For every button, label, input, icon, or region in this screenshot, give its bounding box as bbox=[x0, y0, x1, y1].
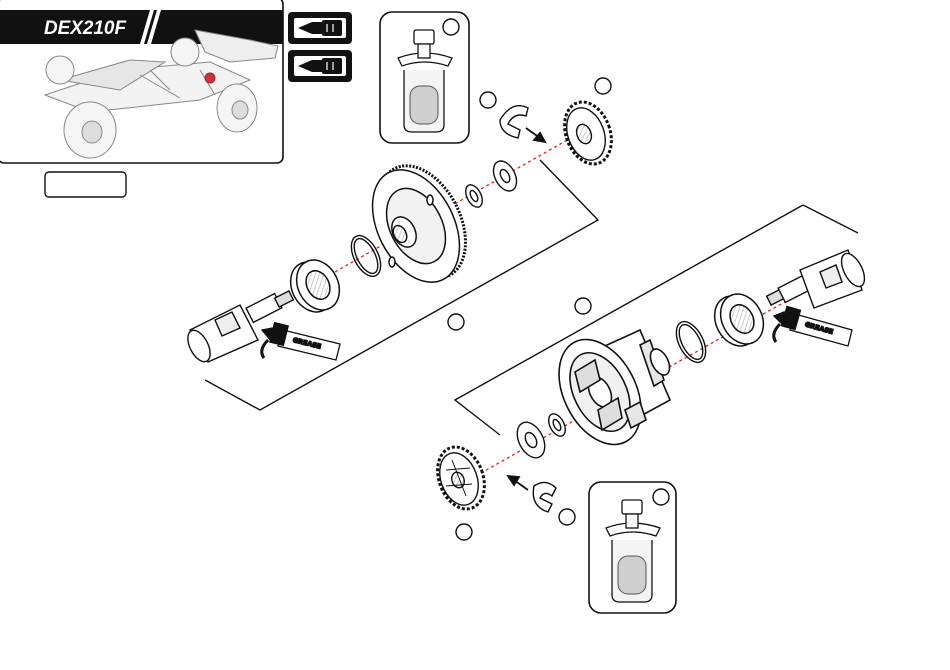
bevel-gear bbox=[556, 95, 619, 170]
bevel-gear bbox=[429, 440, 492, 515]
header-panel: DEX210F bbox=[0, 0, 283, 163]
washer bbox=[489, 157, 521, 195]
diff-case bbox=[543, 326, 674, 458]
grease-tube: GREASE bbox=[774, 306, 852, 346]
inset-detail-top bbox=[380, 12, 469, 143]
outdrive-cup bbox=[767, 250, 870, 308]
washer bbox=[512, 418, 551, 463]
model-name: DEX210F bbox=[44, 18, 127, 39]
spur-gear bbox=[355, 151, 483, 296]
screwdriver-icon bbox=[288, 12, 352, 44]
shim bbox=[462, 182, 485, 210]
grease-tube: GREASE bbox=[262, 323, 340, 360]
direction-arrow bbox=[526, 128, 545, 142]
bearing bbox=[282, 253, 347, 319]
step-marker bbox=[559, 509, 575, 525]
step-marker bbox=[456, 524, 472, 540]
step-marker bbox=[653, 489, 669, 505]
screwdriver-icon bbox=[288, 50, 352, 82]
step-marker bbox=[575, 298, 591, 314]
step-marker bbox=[443, 19, 459, 35]
label-box bbox=[45, 172, 126, 197]
o-ring bbox=[670, 317, 711, 367]
step-marker bbox=[448, 314, 464, 330]
step-marker bbox=[595, 78, 611, 94]
e-clip bbox=[533, 482, 556, 512]
e-clip bbox=[500, 106, 528, 138]
inset-detail-bottom bbox=[589, 482, 676, 613]
direction-arrow bbox=[508, 476, 528, 490]
bearing bbox=[706, 287, 771, 353]
step-marker bbox=[480, 92, 496, 108]
